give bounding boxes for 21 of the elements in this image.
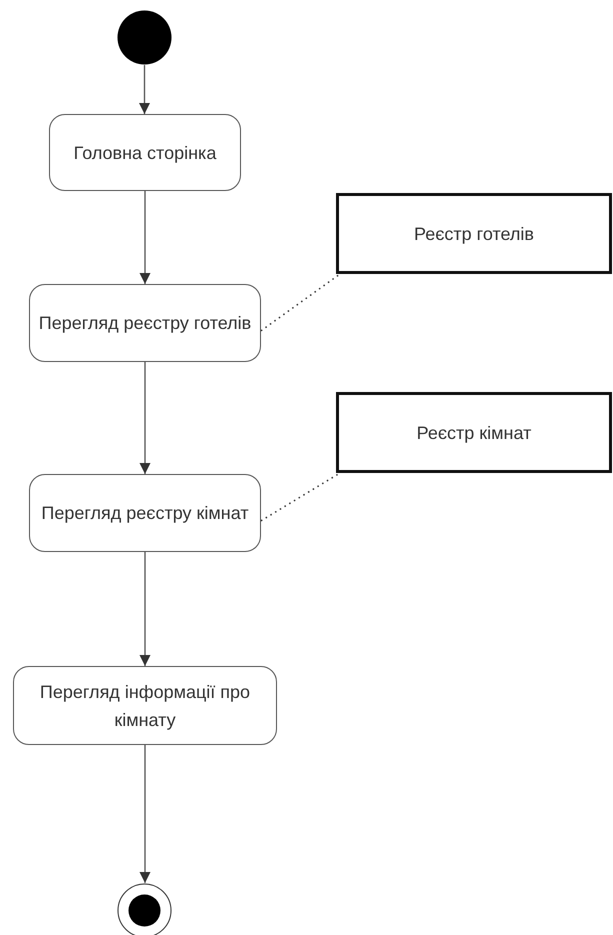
arrow: [140, 745, 150, 883]
node-label: Реєстр кімнат: [416, 422, 532, 445]
node-label: Головна сторінка: [74, 142, 216, 165]
node-label: Перегляд інформації про кімнату: [38, 680, 252, 732]
node-label: Перегляд реєстру кімнат: [41, 502, 249, 525]
object-box: [336, 193, 612, 274]
arrow: [139, 65, 150, 114]
action-box: [49, 114, 241, 191]
action-box: [29, 284, 261, 362]
initial-node: [117, 10, 172, 65]
arrow: [140, 362, 150, 474]
action-box: [13, 666, 277, 745]
arrow: [140, 552, 150, 666]
final-node: [117, 883, 172, 935]
node-label: Перегляд реєстру готелів: [38, 312, 252, 335]
action-box: [29, 474, 261, 552]
dotted-connector: [260, 273, 340, 332]
object-box: [336, 392, 612, 473]
node-label: Реєстр готелів: [414, 222, 534, 246]
dotted-connector: [260, 472, 340, 522]
arrow: [140, 191, 150, 284]
